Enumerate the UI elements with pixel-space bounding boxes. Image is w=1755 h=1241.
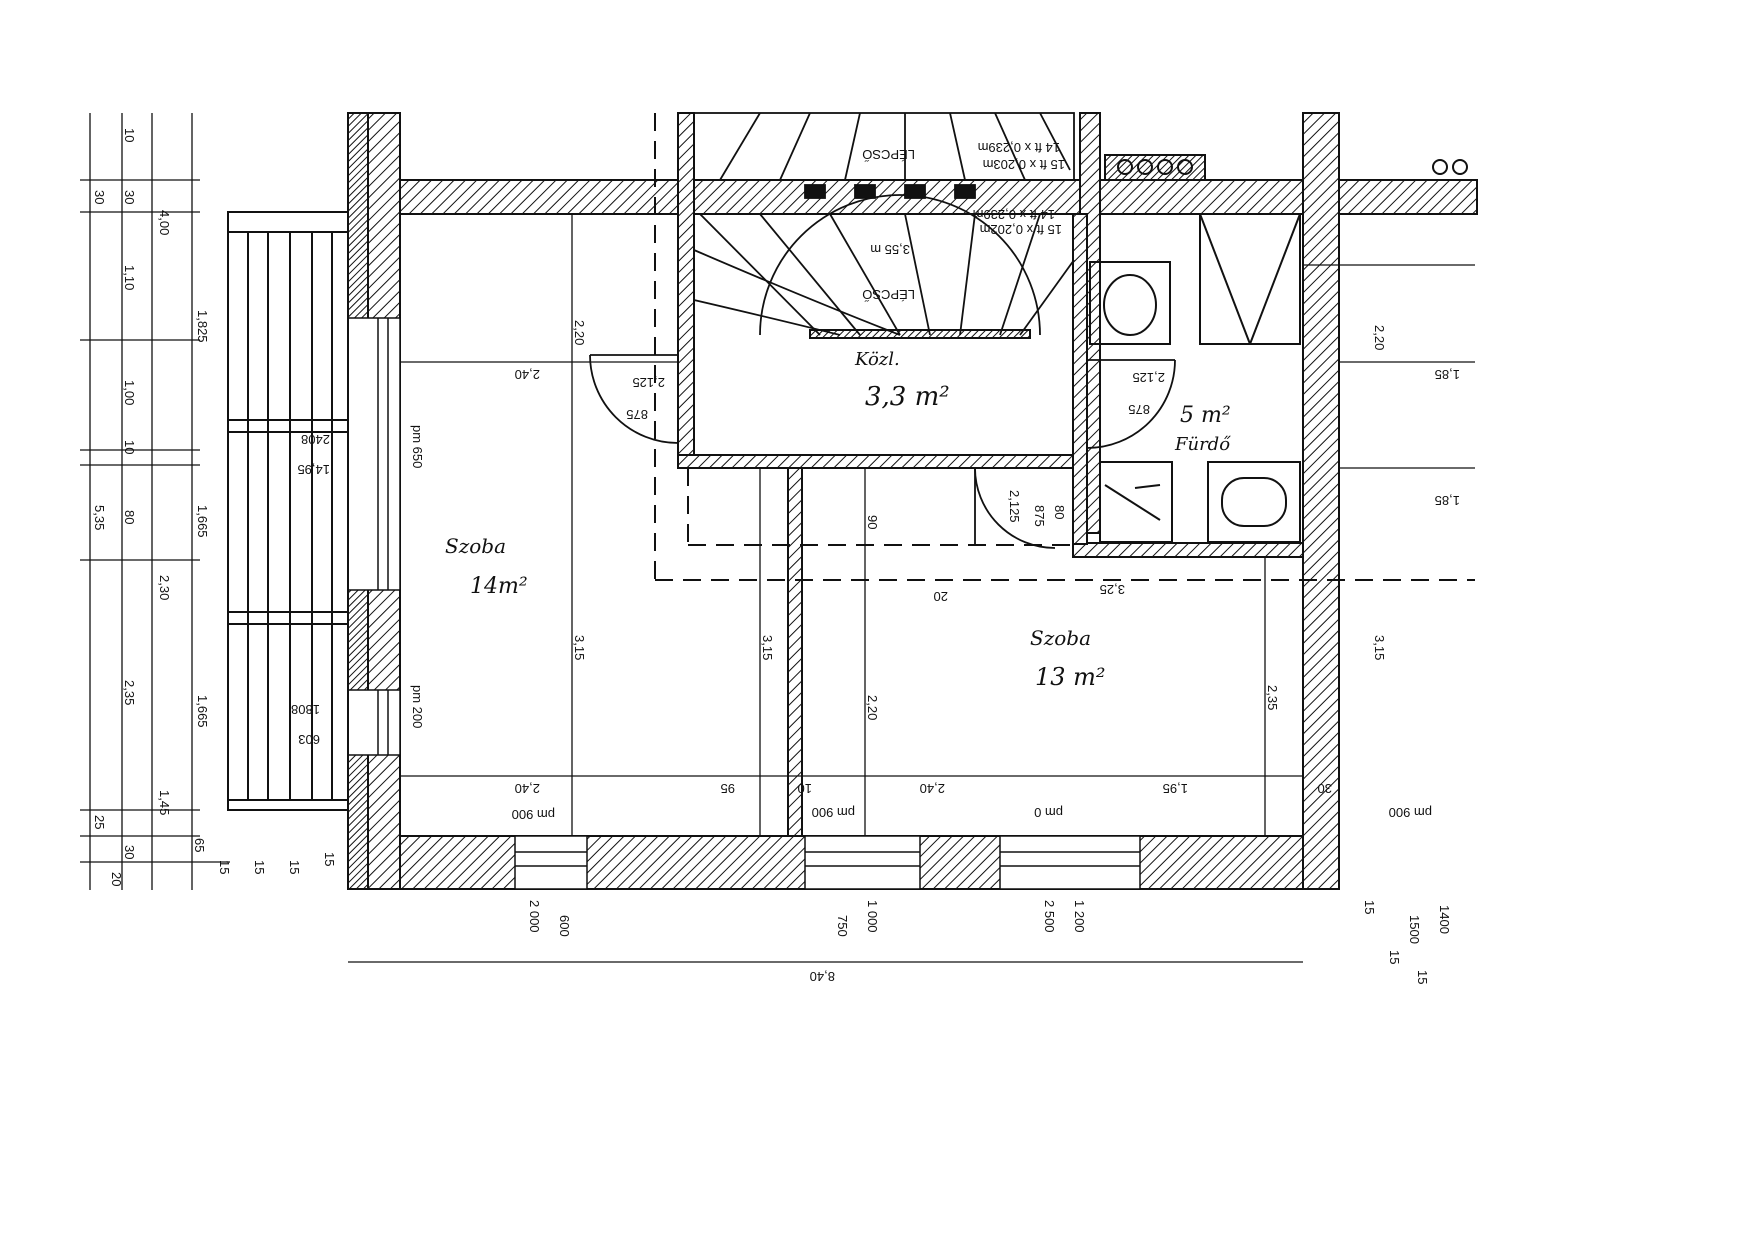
dim-label: 1,665	[195, 695, 210, 728]
windows	[347, 317, 1141, 890]
dim-label: 2,125	[1007, 490, 1022, 523]
dim-label: 2,20	[572, 320, 587, 345]
stair-spec: 14 ft x 0,239m	[978, 140, 1060, 155]
room-right-area: 13 m²	[1035, 663, 1106, 691]
dim-label: pm 900	[812, 805, 855, 820]
bath-fixtures	[1089, 154, 1468, 543]
dim-label: 1808	[291, 702, 320, 717]
room-left-area: 14m²	[470, 574, 528, 599]
dim-label: 2,35	[1265, 685, 1280, 710]
hall-area: 3,3 m²	[865, 382, 950, 412]
dim-label: 1,85	[1435, 493, 1460, 508]
stair-label-lower: LÉPCSŐ	[862, 287, 915, 302]
dim-label: 2,30	[157, 575, 172, 600]
dim-label: 875	[1128, 402, 1150, 417]
dim-label: 1,45	[157, 790, 172, 815]
dim-label: 90	[865, 515, 880, 529]
dim-label: 15	[322, 852, 337, 866]
dim-label: 875	[626, 407, 648, 422]
dim-label: 20	[109, 872, 124, 886]
dim-label: 1 200	[1072, 900, 1087, 933]
dim-label: 10	[798, 781, 812, 796]
dim-label: 15	[1387, 950, 1402, 964]
dim-label: 603	[298, 732, 320, 747]
dim-label: 1,00	[122, 380, 137, 405]
dim-label: 2,20	[1372, 325, 1387, 350]
hall-name: Közl.	[854, 349, 900, 370]
dim-label: 30	[92, 190, 107, 204]
dim-label: 80	[1052, 505, 1067, 519]
dim-label: 2 500	[1042, 900, 1057, 933]
dim-label: 1500	[1407, 915, 1422, 944]
dim-label: 2,20	[865, 695, 880, 720]
dim-label: 15	[252, 860, 267, 874]
dim-label: 875	[1032, 505, 1047, 527]
dim-label: 14,95	[297, 462, 330, 477]
dim-label: 10	[122, 440, 137, 454]
dim-label: 3,15	[572, 635, 587, 660]
dim-label: 1,825	[195, 310, 210, 343]
door-swings	[589, 354, 1176, 549]
stair-height: 3,55 m	[870, 242, 910, 257]
walls	[347, 112, 1478, 890]
dim-label: 30	[122, 190, 137, 204]
stair-spec: 15 ft x 0,203m	[983, 157, 1065, 172]
room-right-name: Szoba	[1030, 626, 1091, 650]
dim-label: pm 0	[1034, 805, 1063, 820]
stair-spec: 15 ft x 0,202m	[980, 222, 1062, 237]
dim-label: 3,15	[1372, 635, 1387, 660]
bath-area: 5 m²	[1180, 403, 1231, 428]
dim-label: 2408	[301, 432, 330, 447]
dimension-lines	[80, 113, 1475, 963]
dim-label: pm 900	[1389, 805, 1432, 820]
dim-label: 15	[1415, 970, 1430, 984]
dim-label: 750	[835, 915, 850, 937]
dim-label: 15	[287, 860, 302, 874]
dim-label: 2,40	[515, 781, 540, 796]
dim-label: 1 000	[865, 900, 880, 933]
dim-label: 10	[122, 128, 137, 142]
dim-label: pm 650	[410, 425, 425, 468]
dim-label: 25	[92, 815, 107, 829]
dim-label: 2,40	[920, 781, 945, 796]
dim-label: 1,85	[1435, 367, 1460, 382]
dim-label: 15	[217, 860, 232, 874]
dim-label: 1,95	[1163, 781, 1188, 796]
bath-name: Fürdő	[1174, 434, 1231, 455]
dim-label: 1,665	[195, 505, 210, 538]
balcony	[227, 211, 349, 811]
dim-label: 5,35	[92, 505, 107, 530]
dim-label: 65	[192, 838, 207, 852]
dim-label: 2,125	[1132, 370, 1165, 385]
stair-spec: 14 ft x 0,239m	[973, 207, 1055, 222]
dim-label: 8,40	[810, 969, 835, 984]
dim-label: 20	[934, 589, 948, 604]
dim-label: 30	[122, 845, 137, 859]
dim-label: 95	[721, 781, 735, 796]
room-left-name: Szoba	[445, 534, 506, 558]
dim-label: 1400	[1437, 905, 1452, 934]
dim-label: 30	[1318, 781, 1332, 796]
room-labels: Szoba 14m² Szoba 13 m² Közl. 3,3 m² 5 m²…	[445, 349, 1231, 691]
dim-label: 600	[557, 915, 572, 937]
dim-label: 2,35	[122, 680, 137, 705]
dim-label: 2,125	[632, 375, 665, 390]
dimension-labels: 10 30 30 4,00 1,10 1,825 1,00 10 80 5,35…	[92, 128, 1460, 984]
stair-flight	[693, 112, 1075, 336]
dim-label: 3,15	[760, 635, 775, 660]
dim-label: pm 200	[410, 685, 425, 728]
dim-label: 80	[122, 510, 137, 524]
dim-label: pm 900	[512, 807, 555, 822]
dim-label: 3,25	[1100, 582, 1125, 597]
dim-label: 2,40	[515, 367, 540, 382]
stair-label-upper: LÉPCSŐ	[862, 147, 915, 162]
dim-label: 15	[1362, 900, 1377, 914]
dim-label: 4,00	[157, 210, 172, 235]
dashed-lines	[654, 113, 1475, 581]
dim-label: 1,10	[122, 265, 137, 290]
dim-label: 2 000	[527, 900, 542, 933]
stair-labels: LÉPCSŐ 15 ft x 0,203m 14 ft x 0,239m LÉP…	[862, 140, 1065, 302]
